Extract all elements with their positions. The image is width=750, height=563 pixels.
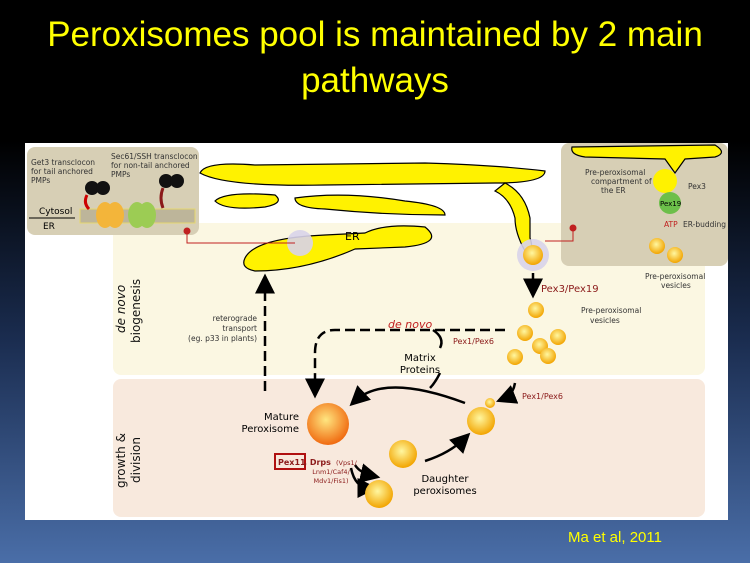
matrix-label-2: Proteins [400, 365, 440, 376]
growth-section-label-1: growth & [114, 433, 128, 488]
pex3-pex19-label: Pex3/Pex19 [541, 284, 599, 295]
denovo-label: de novo [388, 318, 432, 331]
inset-vesicles-label-2: vesicles [661, 281, 691, 290]
mature-label-1: Mature [264, 412, 299, 423]
mature-peroxisome [307, 403, 349, 445]
atp-label: ATP [664, 220, 678, 229]
daughter-peroxisomes [365, 407, 495, 508]
daughter-label-2: peroxisomes [413, 486, 476, 497]
sec61-label-2: for non-tail anchored [111, 161, 190, 170]
get3-label-1: Get3 transclocon [31, 158, 95, 167]
matrix-label-1: Matrix [404, 353, 436, 364]
title-line-1: Peroxisomes pool is maintained by 2 main [47, 15, 703, 54]
get3-label-2: for tail anchored [31, 167, 93, 176]
er-label: ER [345, 230, 360, 243]
cytosol-label: Cytosol [39, 207, 72, 217]
pre-peroxisomal-vesicles [485, 302, 566, 408]
growth-section-label-2: division [129, 437, 143, 483]
retrograde-label-2: transport [222, 324, 257, 333]
get3-label-3: PMPs [31, 176, 50, 185]
drps-detail-3: Mdv1/Fis1) [313, 477, 348, 485]
er-network [199, 144, 723, 272]
drps-detail-1: (Vps1/ [336, 459, 358, 467]
pex1-pex6-label-a: Pex1/Pex6 [453, 337, 494, 346]
retrograde-label-1: reterograde [213, 314, 258, 323]
pex3-inset-label: Pex3 [688, 182, 706, 191]
sec61-label-3: PMPs [111, 170, 130, 179]
prevesicles-label-2: vesicles [590, 316, 620, 325]
comp-label-1: Pre-peroxisomal [585, 168, 645, 177]
citation: Ma et al, 2011 [568, 529, 662, 546]
drps-detail-2: Lnm1/Caf4/ [312, 468, 350, 476]
pex19-inset-label: Pex19 [660, 200, 681, 208]
prevesicles-label-1: Pre-peroxisomal [581, 306, 641, 315]
pex11-label: Pex11 [278, 458, 306, 467]
inset-vesicles-label-1: Pre-peroxisomal [645, 272, 705, 281]
peroxisome-diagram: Get3 transclocon for tail anchored PMPs … [25, 143, 728, 520]
denovo-section-label-2: biogenesis [129, 279, 143, 343]
er-inset-label: ER [43, 222, 55, 232]
mature-label-2: Peroxisome [242, 424, 299, 435]
denovo-section-label-1: de novo [114, 285, 128, 333]
slide-title: Peroxisomes pool is maintained by 2 main… [0, 12, 750, 104]
pex1-pex6-label-b: Pex1/Pex6 [522, 392, 563, 401]
daughter-label-1: Daughter [421, 474, 469, 485]
pex11-highlight-box [274, 453, 306, 470]
er-budding-label: ER-budding [683, 220, 726, 229]
drps-label: , Drps [304, 458, 331, 467]
comp-label-2: compartment of [591, 177, 652, 186]
inset-right [561, 143, 728, 266]
sec61-label-1: Sec61/SSH transclocon [111, 152, 198, 161]
comp-label-3: the ER [601, 186, 626, 195]
retrograde-label-3: (eg. p33 in plants) [188, 334, 257, 343]
title-line-2: pathways [301, 61, 449, 100]
